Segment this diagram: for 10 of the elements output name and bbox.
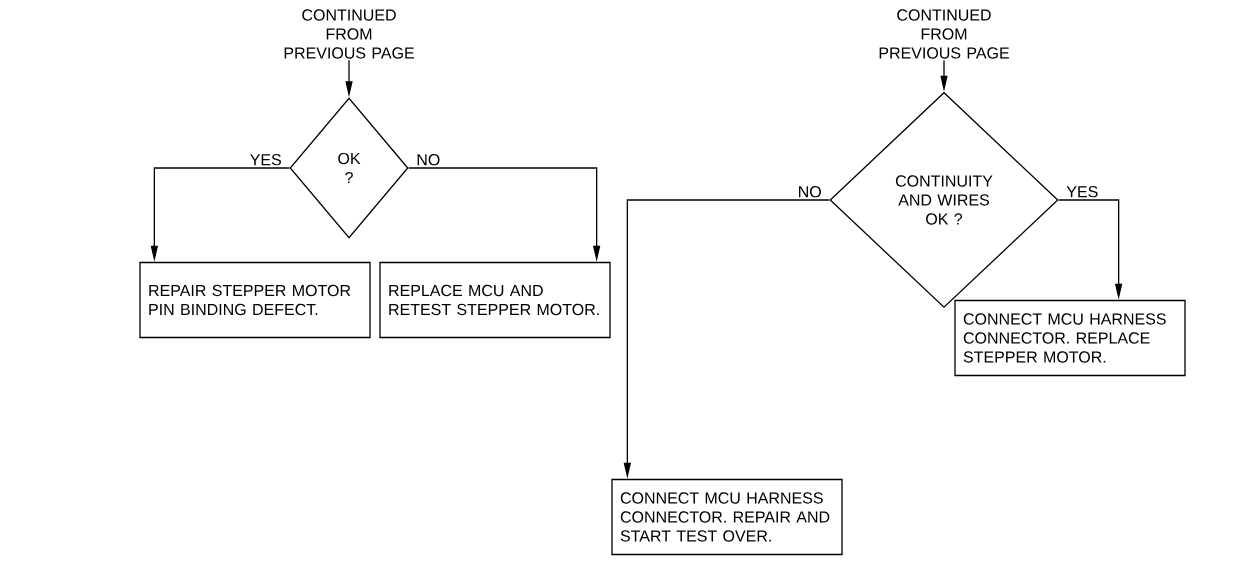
process-box: CONNECT MCU HARNESS CONNECTOR. REPAIR AND START TEST OVER. — [611, 478, 843, 556]
process-box: REPLACE MCU AND RETEST STEPPER MOTOR. — [379, 261, 611, 339]
continuation-text: CONTINUED FROM PREVIOUS PAGE — [879, 9, 1009, 59]
edge-label: YES — [1065, 185, 1100, 199]
continuation-text: CONTINUED FROM PREVIOUS PAGE — [284, 9, 414, 59]
process-box: CONNECT MCU HARNESS CONNECTOR. REPLACE STEPPER MOTOR. — [954, 299, 1186, 377]
edge-label: YES — [248, 153, 283, 167]
edge-label: NO — [415, 153, 442, 167]
edge-label: NO — [796, 185, 823, 199]
process-box: REPAIR STEPPER MOTOR PIN BINDING DEFECT. — [139, 261, 371, 339]
